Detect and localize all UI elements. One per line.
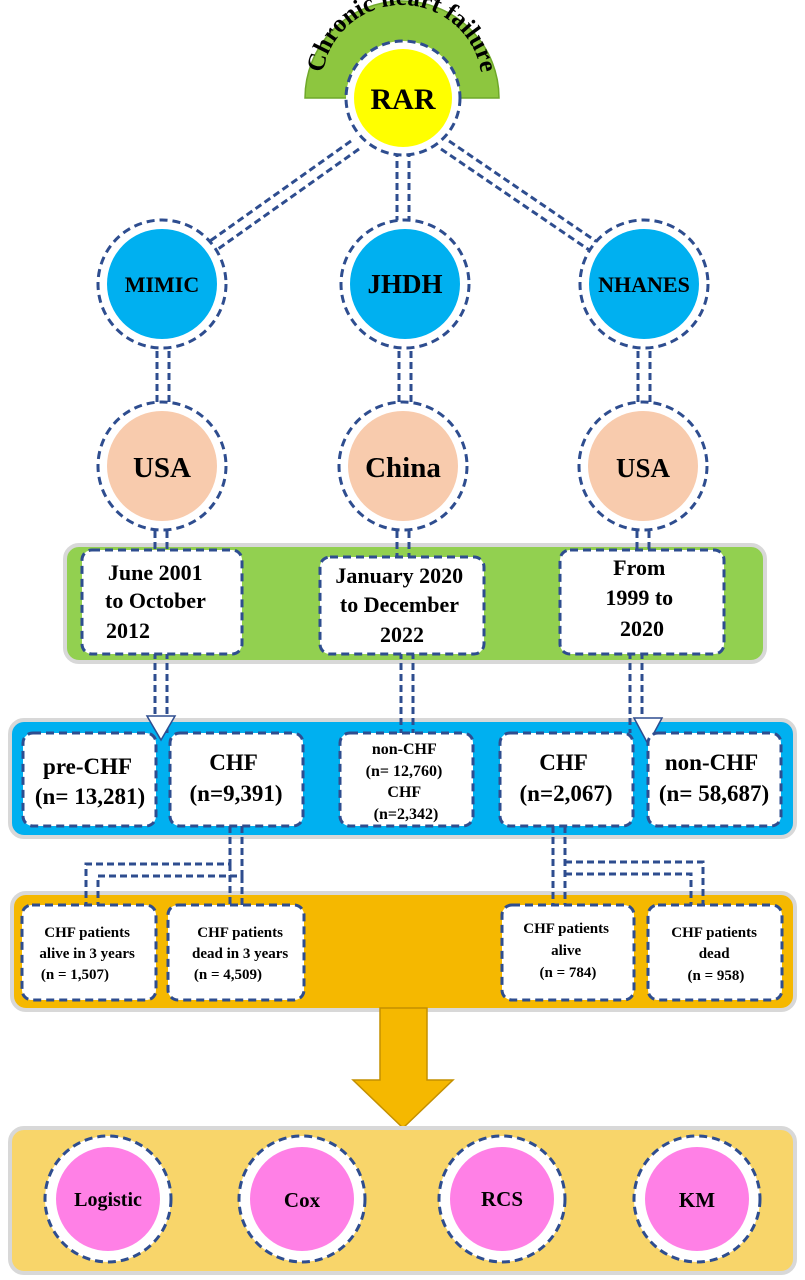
- period-box-mimic: June 2001 to October 2012: [80, 548, 244, 656]
- database-node-mimic: MIMIC: [96, 218, 228, 350]
- method-node-km: KM: [632, 1134, 762, 1264]
- outcome-text: CHF patients dead (n = 958): [671, 925, 760, 984]
- outcome-connectors: [84, 826, 705, 905]
- outcome-box-alive-nhanes: CHF patients alive (n = 784): [500, 903, 636, 1002]
- root-node: RAR: [344, 39, 462, 157]
- root-connectors: [202, 139, 604, 256]
- outcome-box-alive-mimic: CHF patients alive in 3 years (n = 1,507…: [20, 903, 158, 1002]
- database-label: NHANES: [598, 272, 690, 297]
- period-text: June 2001 to October 2012: [105, 560, 211, 643]
- period-box-jhdh: January 2020 to December 2022: [318, 555, 486, 656]
- method-label: KM: [679, 1188, 715, 1212]
- country-label: USA: [133, 452, 191, 484]
- outcome-text: CHF patients alive in 3 years (n = 1,507…: [39, 925, 138, 983]
- group-text: CHF (n=2,067): [520, 750, 613, 806]
- country-label: China: [365, 452, 441, 484]
- group-text: pre-CHF (n= 13,281): [35, 754, 145, 809]
- method-band: [8, 1126, 797, 1275]
- group-box-chf-nhanes: CHF (n=2,067): [498, 731, 635, 828]
- period-box-nhanes: From 1999 to 2020: [558, 548, 726, 656]
- method-node-cox: Cox: [237, 1134, 367, 1264]
- group-box-jhdh: non-CHF (n= 12,760) CHF (n=2,342): [338, 731, 475, 828]
- database-node-nhanes: NHANES: [578, 218, 710, 350]
- country-node-usa-mimic: USA: [96, 400, 228, 532]
- group-box-non-chf-nhanes: non-CHF (n= 58,687): [646, 731, 783, 828]
- database-label: MIMIC: [125, 272, 200, 297]
- country-node-china: China: [337, 400, 469, 532]
- country-node-usa-nhanes: USA: [577, 400, 709, 532]
- database-label: JHDH: [367, 269, 442, 299]
- country-connectors: [155, 340, 652, 410]
- outcome-text: CHF patients dead in 3 years (n = 4,509): [192, 925, 292, 983]
- method-label: RCS: [481, 1187, 523, 1211]
- group-text: non-CHF (n= 58,687): [659, 750, 769, 806]
- group-box-pre-chf: pre-CHF (n= 13,281): [21, 731, 158, 828]
- outcome-text: CHF patients alive (n = 784): [523, 921, 612, 981]
- group-text: CHF (n=9,391): [190, 750, 283, 806]
- outcome-box-dead-nhanes: CHF patients dead (n = 958): [646, 903, 784, 1002]
- root-label: RAR: [371, 83, 436, 116]
- method-label: Logistic: [74, 1189, 142, 1211]
- country-label: USA: [616, 453, 671, 483]
- group-box-chf-mimic: CHF (n=9,391): [168, 731, 305, 828]
- method-label: Cox: [284, 1188, 321, 1212]
- group-connectors: [145, 652, 664, 746]
- method-node-logistic: Logistic: [43, 1134, 173, 1264]
- period-text: January 2020 to December 2022: [335, 563, 468, 647]
- down-arrow: [351, 1007, 455, 1130]
- period-text: From 1999 to 2020: [605, 555, 678, 641]
- database-node-jhdh: JHDH: [339, 218, 471, 350]
- outcome-box-dead-mimic: CHF patients dead in 3 years (n = 4,509): [166, 903, 306, 1002]
- group-text: non-CHF (n= 12,760) CHF (n=2,342): [366, 741, 447, 823]
- method-node-rcs: RCS: [437, 1134, 567, 1264]
